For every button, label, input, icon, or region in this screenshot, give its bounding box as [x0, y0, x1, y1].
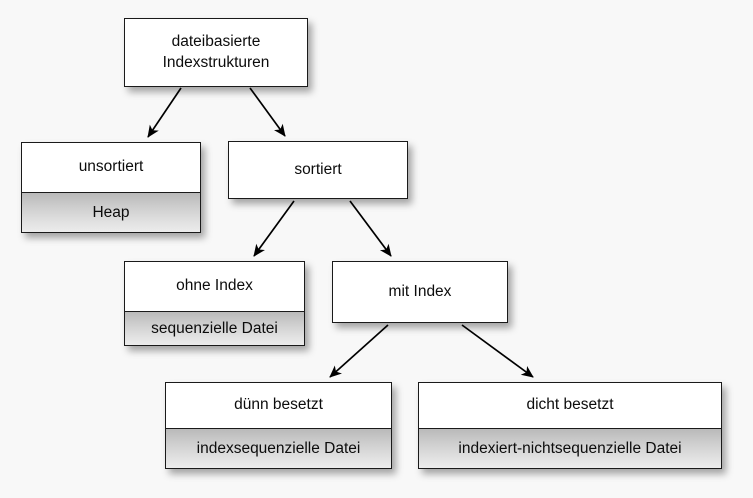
node-unsortiert-title: unsortiert [22, 143, 200, 192]
edge-sortiert-to-ohne-index [253, 200, 295, 257]
node-sortiert-title: sortiert [229, 142, 407, 198]
node-duenn-besetzt-subtitle: indexsequenzielle Datei [166, 428, 391, 468]
node-root-title: dateibasierte Indexstrukturen [125, 19, 307, 86]
edge-sortiert-to-mit-index [349, 200, 392, 257]
node-duenn-besetzt-title: dünn besetzt [166, 383, 391, 428]
edge-mit-index-to-dicht-besetzt [461, 324, 534, 378]
node-mit-index-title: mit Index [333, 262, 507, 322]
node-ohne-index-title: ohne Index [125, 262, 304, 311]
node-mit-index[interactable]: mit Index [332, 261, 508, 323]
node-ohne-index[interactable]: ohne Index sequenzielle Datei [124, 261, 305, 346]
node-duenn-besetzt[interactable]: dünn besetzt indexsequenzielle Datei [165, 382, 392, 469]
node-dicht-besetzt[interactable]: dicht besetzt indexiert-nichtsequenziell… [418, 382, 722, 469]
node-unsortiert-subtitle: Heap [22, 192, 200, 232]
node-dicht-besetzt-subtitle: indexiert-nichtsequenzielle Datei [419, 428, 721, 468]
node-dateibasierte-indexstrukturen[interactable]: dateibasierte Indexstrukturen [124, 18, 308, 87]
edge-mit-index-to-duenn-besetzt [329, 324, 389, 378]
node-dicht-besetzt-title: dicht besetzt [419, 383, 721, 428]
edge-root-to-unsortiert [147, 87, 182, 138]
edge-root-to-sortiert [249, 87, 286, 137]
node-sortiert[interactable]: sortiert [228, 141, 408, 199]
node-unsortiert[interactable]: unsortiert Heap [21, 142, 201, 233]
node-ohne-index-subtitle: sequenzielle Datei [125, 311, 304, 345]
